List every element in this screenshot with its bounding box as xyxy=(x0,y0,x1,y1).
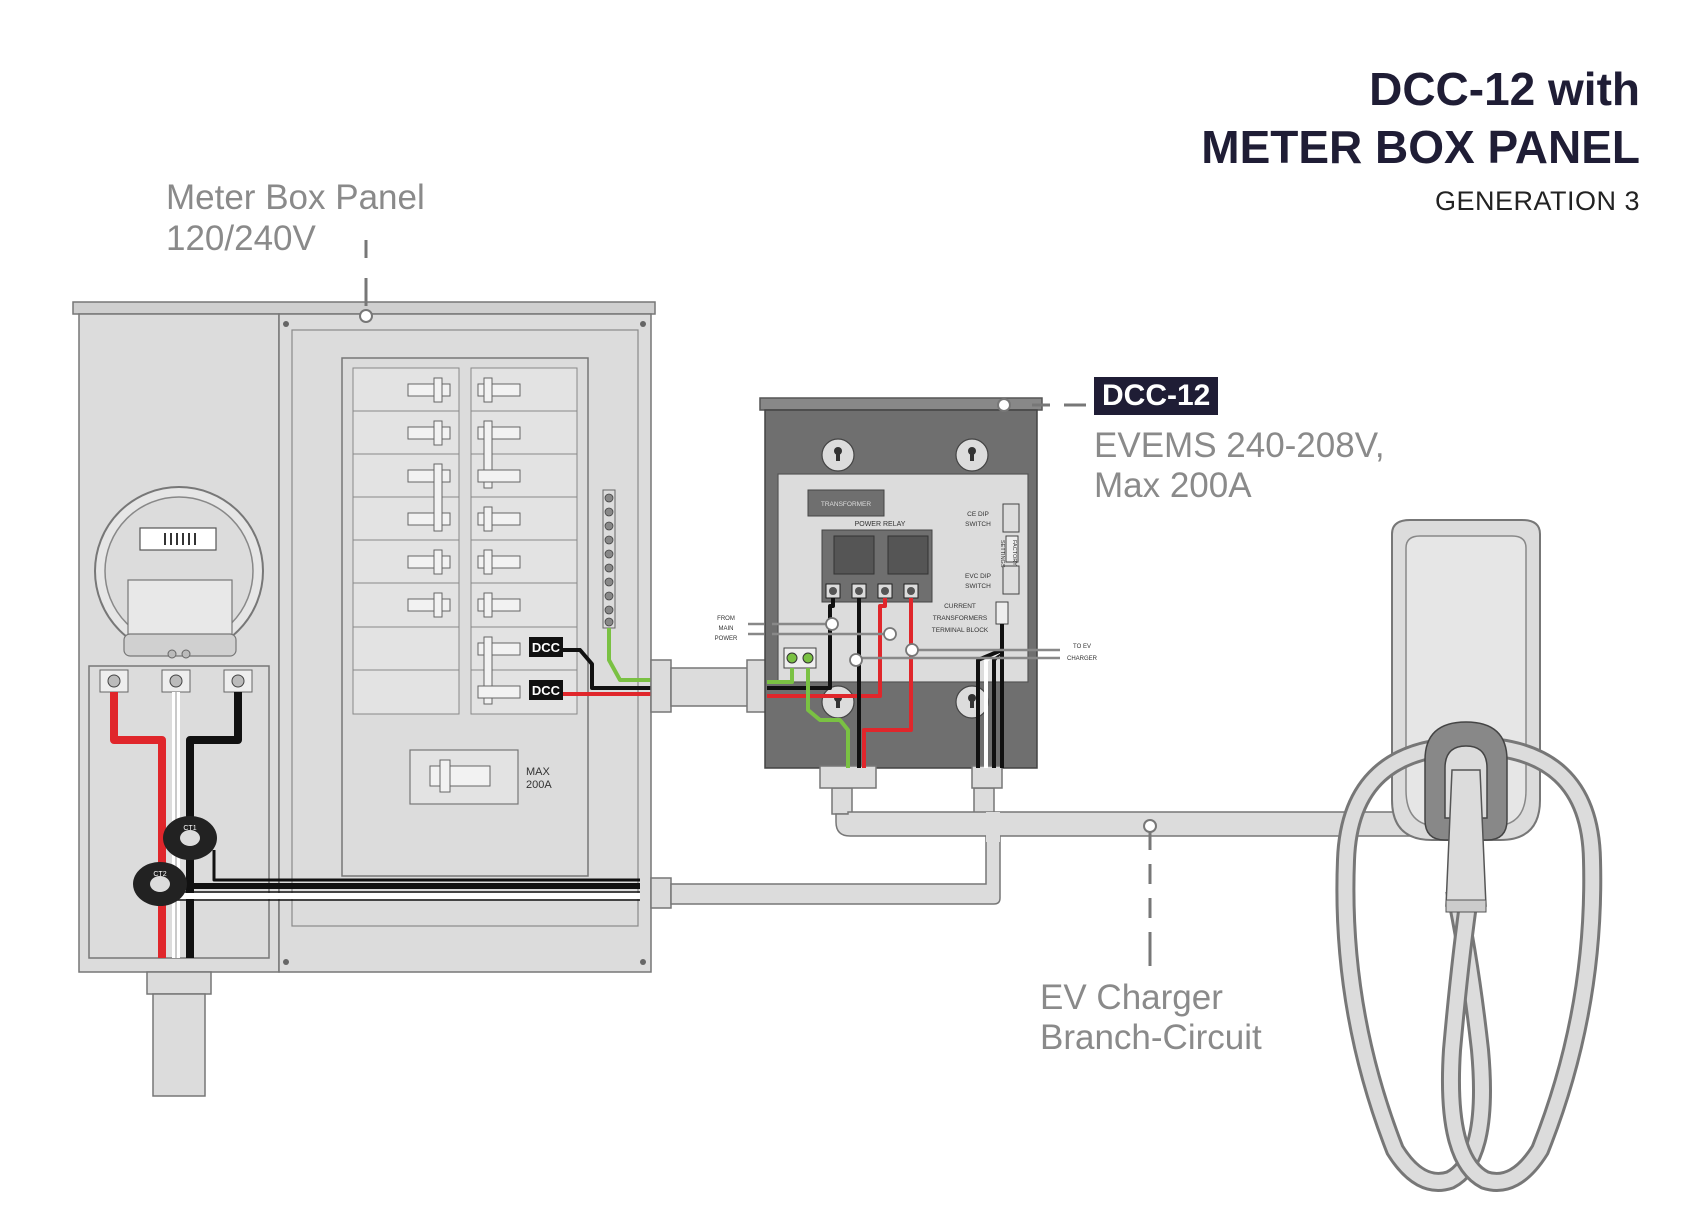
breaker-tag-1: DCC xyxy=(532,640,561,655)
main-breaker-max: MAX xyxy=(526,766,551,778)
from-main-label-2: MAIN xyxy=(719,626,734,632)
branch-wires xyxy=(563,628,660,696)
evc-dip-label-1: EVC DIP xyxy=(965,573,991,580)
title-line-1: DCC-12 with xyxy=(1369,63,1640,115)
dcc-wires xyxy=(767,598,1004,768)
breaker-tag-2: DCC xyxy=(532,683,561,698)
meter-box-label: Meter Box Panel xyxy=(166,178,425,217)
main-breaker-rating: 200A xyxy=(526,779,552,791)
title-line-2: METER BOX PANEL xyxy=(1201,121,1640,173)
from-main-label-3: POWER xyxy=(715,636,738,642)
conduit-panel-to-ev xyxy=(650,787,1421,909)
meter-box-voltage-label: 120/240V xyxy=(166,219,316,258)
from-main-label-1: FROM xyxy=(717,616,735,622)
utility-meter xyxy=(94,486,264,659)
transformer-label: TRANSFORMER xyxy=(821,501,872,508)
dcc-spec-label-1: EVEMS 240-208V, xyxy=(1094,426,1385,465)
title-line-3: GENERATION 3 xyxy=(1434,186,1640,216)
ev-branch-label-2: Branch-Circuit xyxy=(1040,1018,1262,1057)
dcc-12-unit: TRANSFORMER POWER RELAY CE DIP SWITCH EV… xyxy=(759,397,1043,789)
meter-box-callout-dot xyxy=(359,309,373,323)
dcc-callout-dot xyxy=(997,398,1011,412)
ct-block-label-2: TRANSFORMERS xyxy=(933,615,988,622)
dcc-spec-label-2: Max 200A xyxy=(1094,466,1252,505)
ev-charger xyxy=(1335,519,1603,1192)
ce-dip-label-2: SWITCH xyxy=(965,521,991,528)
current-transformers: CT1 CT2 xyxy=(133,816,217,906)
ct-tag-1: CT2 xyxy=(153,871,166,878)
ct-tag-2: CT1 xyxy=(183,825,196,832)
evc-dip-label-2: SWITCH xyxy=(965,583,991,590)
dcc-badge: DCC-12 xyxy=(1094,377,1219,415)
factory-label: FACTORY xyxy=(1011,540,1017,566)
conduit-panel-to-dcc xyxy=(650,659,768,713)
dcc-inner-callouts xyxy=(748,622,1060,660)
service-wires xyxy=(110,692,640,958)
to-ev-label-2: CHARGER xyxy=(1067,656,1098,662)
breaker-panel: DCC DCC MAX 200A xyxy=(341,357,616,877)
callout-leaders xyxy=(364,240,1152,966)
ev-branch-callout-dot xyxy=(1143,819,1157,833)
settings-label: SETTINGS xyxy=(999,540,1005,568)
to-ev-label-1: TO EV xyxy=(1073,644,1091,650)
ev-branch-label-1: EV Charger xyxy=(1040,978,1223,1017)
ct-block-label-1: CURRENT xyxy=(944,603,976,610)
ce-dip-label-1: CE DIP xyxy=(967,511,989,518)
power-relay-label: POWER RELAY xyxy=(855,521,906,528)
ct-block-label-3: TERMINAL BLOCK xyxy=(932,627,989,634)
